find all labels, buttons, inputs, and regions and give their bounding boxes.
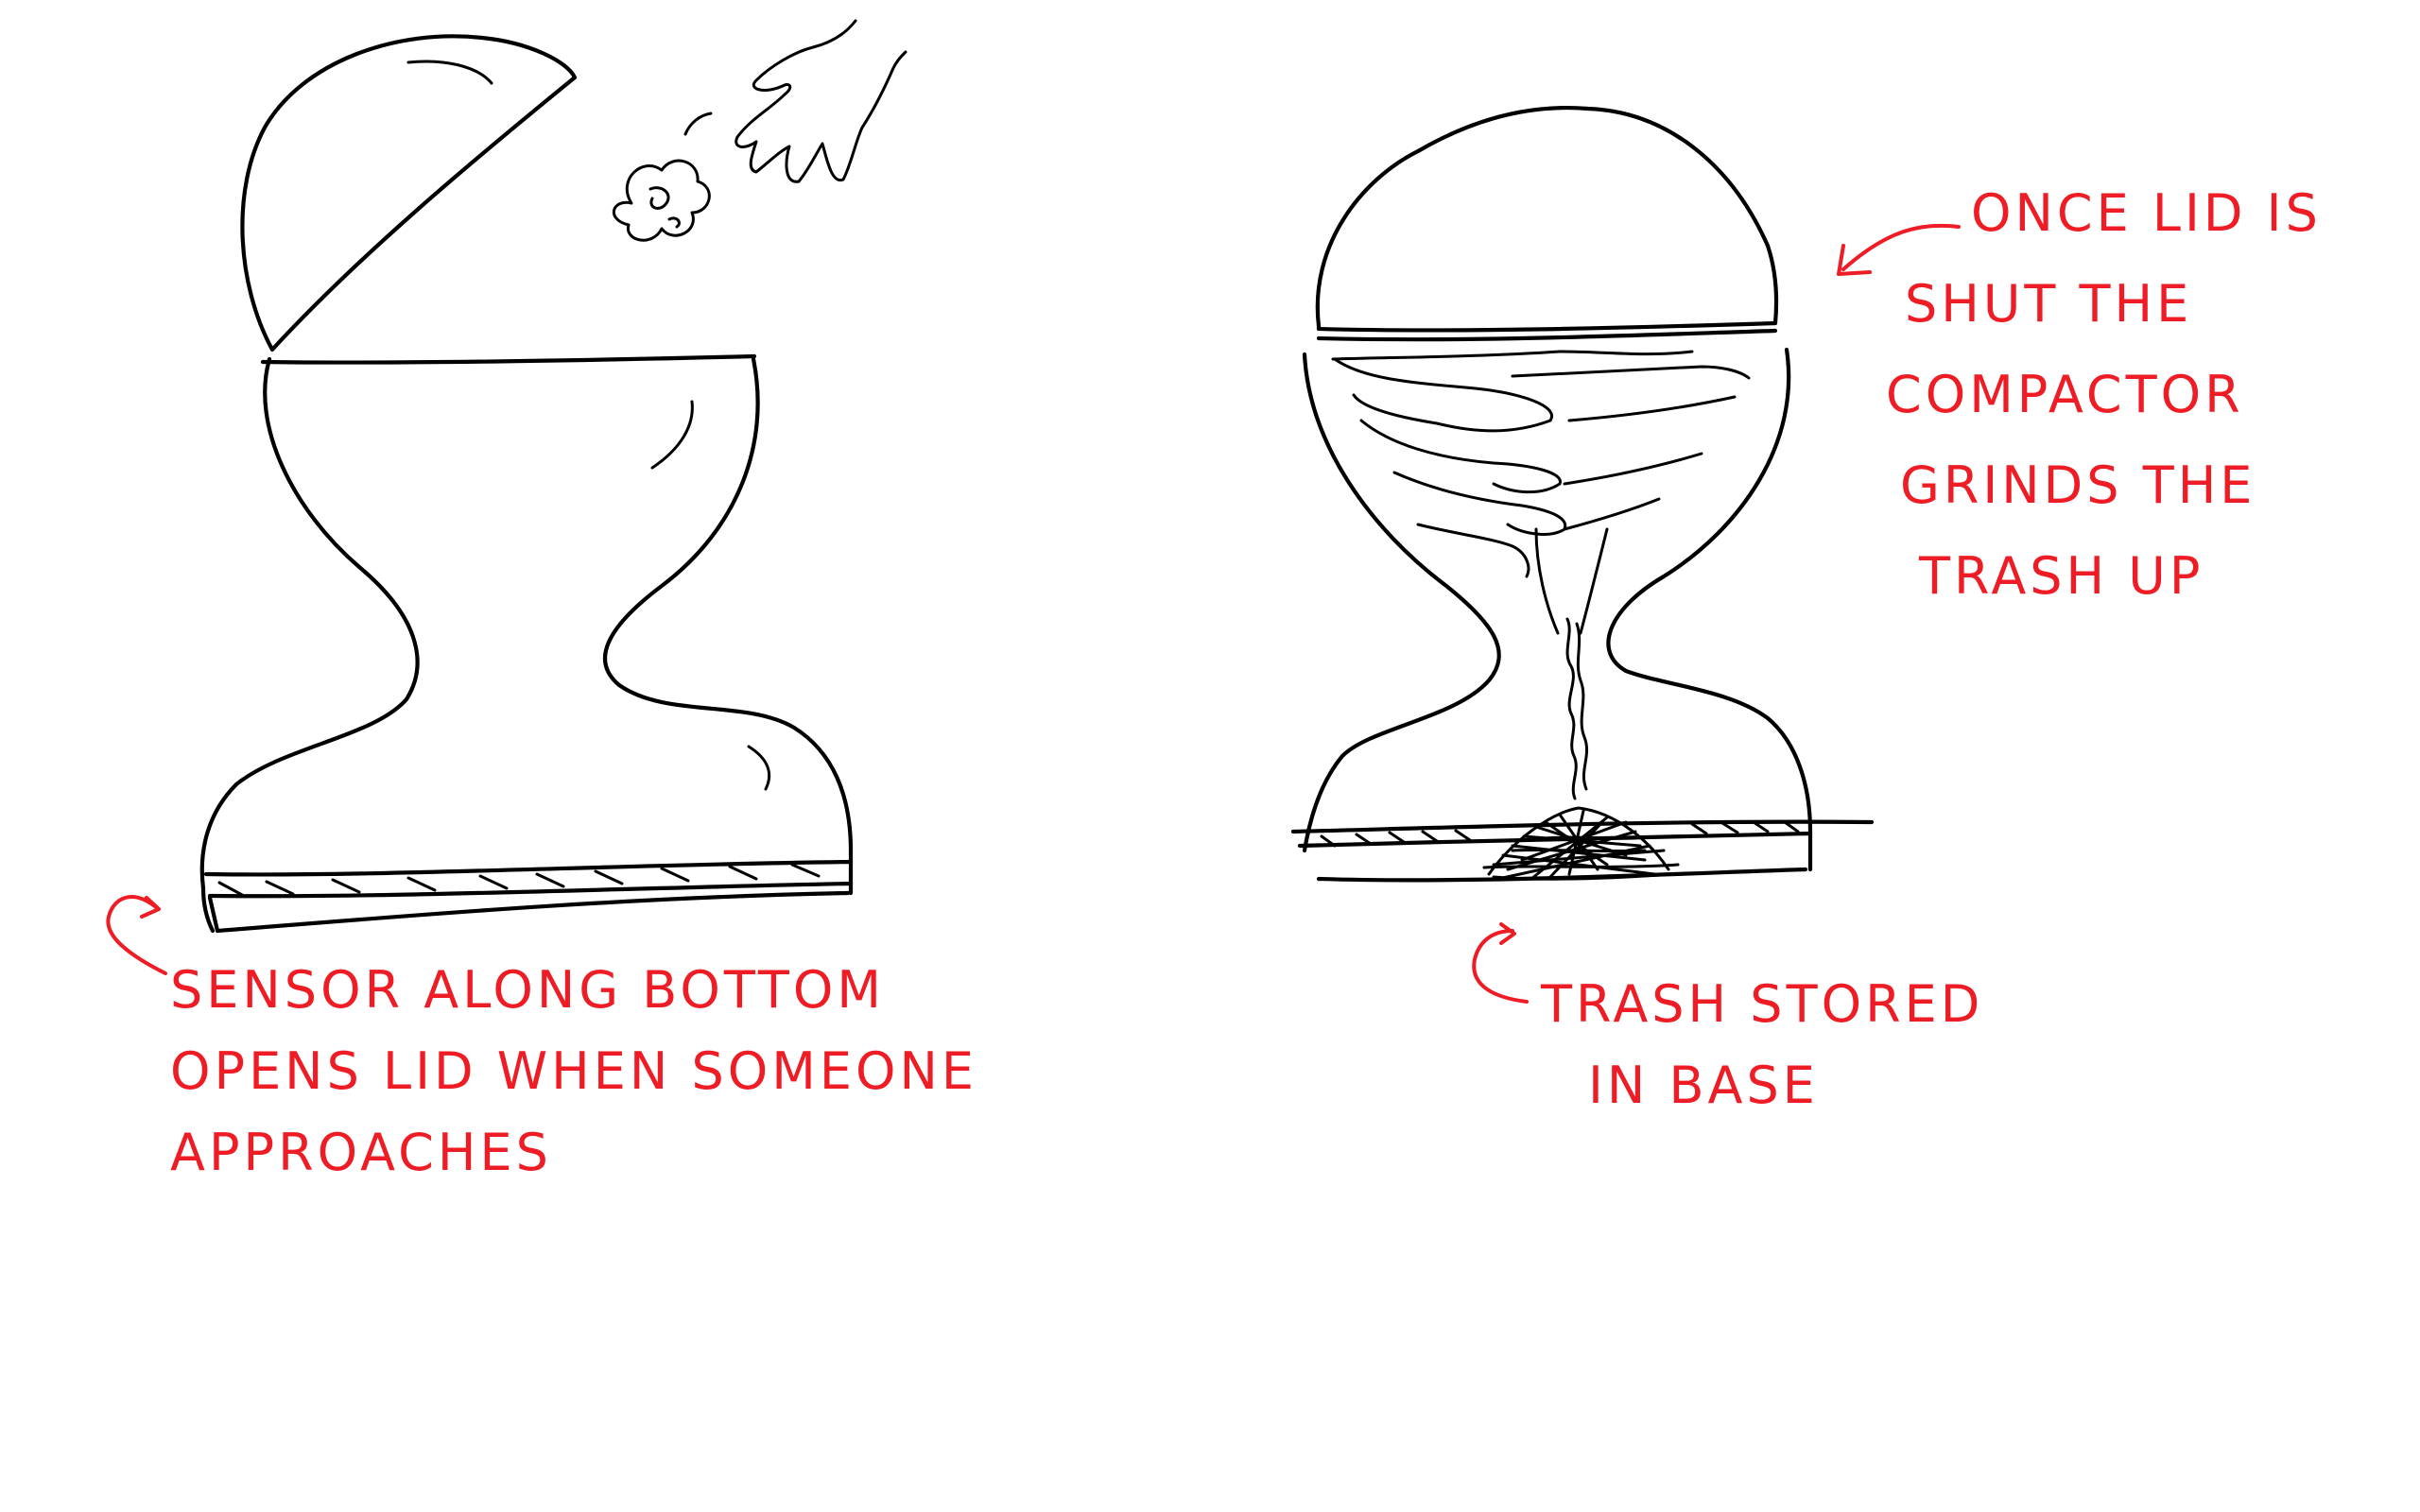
open-bin-base-bottom bbox=[210, 893, 848, 931]
compactor-funnel-right bbox=[1512, 367, 1749, 529]
compactor-funnel-walls bbox=[1536, 529, 1607, 633]
compactor-annotation-line-3: COMPACTOR bbox=[1886, 350, 2322, 440]
sensor-strip-top bbox=[206, 862, 851, 874]
compactor-annotation: ONCE LID IS SHUT THE COMPACTOR GRINDS TH… bbox=[1886, 168, 2322, 622]
storage-arrow bbox=[1474, 924, 1527, 1002]
closed-bin-sketch bbox=[1293, 108, 1872, 880]
open-lid bbox=[242, 36, 575, 350]
trash-pile bbox=[1484, 808, 1678, 879]
body-highlight-upper bbox=[652, 402, 692, 468]
body-highlight-lower bbox=[749, 747, 769, 789]
closed-bin-base-strip bbox=[1300, 833, 1810, 846]
storage-annotation-line-2: IN BASE bbox=[1541, 1045, 1983, 1126]
annotation-arrows bbox=[108, 226, 1959, 1002]
compactor-annotation-line-2: SHUT THE bbox=[1886, 259, 2322, 350]
crumpled-paper bbox=[614, 161, 709, 240]
storage-annotation-line-1: TRASH STORED bbox=[1541, 964, 1983, 1045]
trash-stream bbox=[1567, 619, 1576, 799]
closed-bin-body-right bbox=[1608, 350, 1810, 869]
closed-bin-rim bbox=[1319, 331, 1775, 339]
sensor-annotation-line-3: APPROACHES bbox=[170, 1112, 977, 1194]
sensor-annotation-line-1: SENSOR ALONG BOTTOM bbox=[170, 950, 977, 1031]
lid-highlight bbox=[408, 61, 492, 83]
closed-lid bbox=[1318, 108, 1776, 330]
compactor-annotation-line-1: ONCE LID IS bbox=[1886, 168, 2322, 259]
storage-annotation: TRASH STORED IN BASE bbox=[1541, 964, 1983, 1126]
trash-stream-2 bbox=[1577, 624, 1587, 789]
sensor-arrow bbox=[108, 897, 165, 973]
sensor-annotation-line-2: OPENS LID WHEN SOMEONE bbox=[170, 1031, 977, 1112]
open-bin-rim bbox=[263, 356, 754, 363]
closed-bin-base-bottom bbox=[1319, 869, 1806, 880]
compactor-annotation-line-5: TRASH UP bbox=[1886, 531, 2322, 622]
open-bin-body-left bbox=[202, 359, 418, 931]
compactor-annotation-line-4: GRINDS THE bbox=[1886, 440, 2322, 531]
hand-sketch bbox=[685, 21, 906, 181]
sensor-annotation: SENSOR ALONG BOTTOM OPENS LID WHEN SOMEO… bbox=[170, 950, 977, 1194]
compactor-funnel bbox=[1333, 352, 1692, 576]
open-bin-body-right bbox=[605, 359, 851, 893]
